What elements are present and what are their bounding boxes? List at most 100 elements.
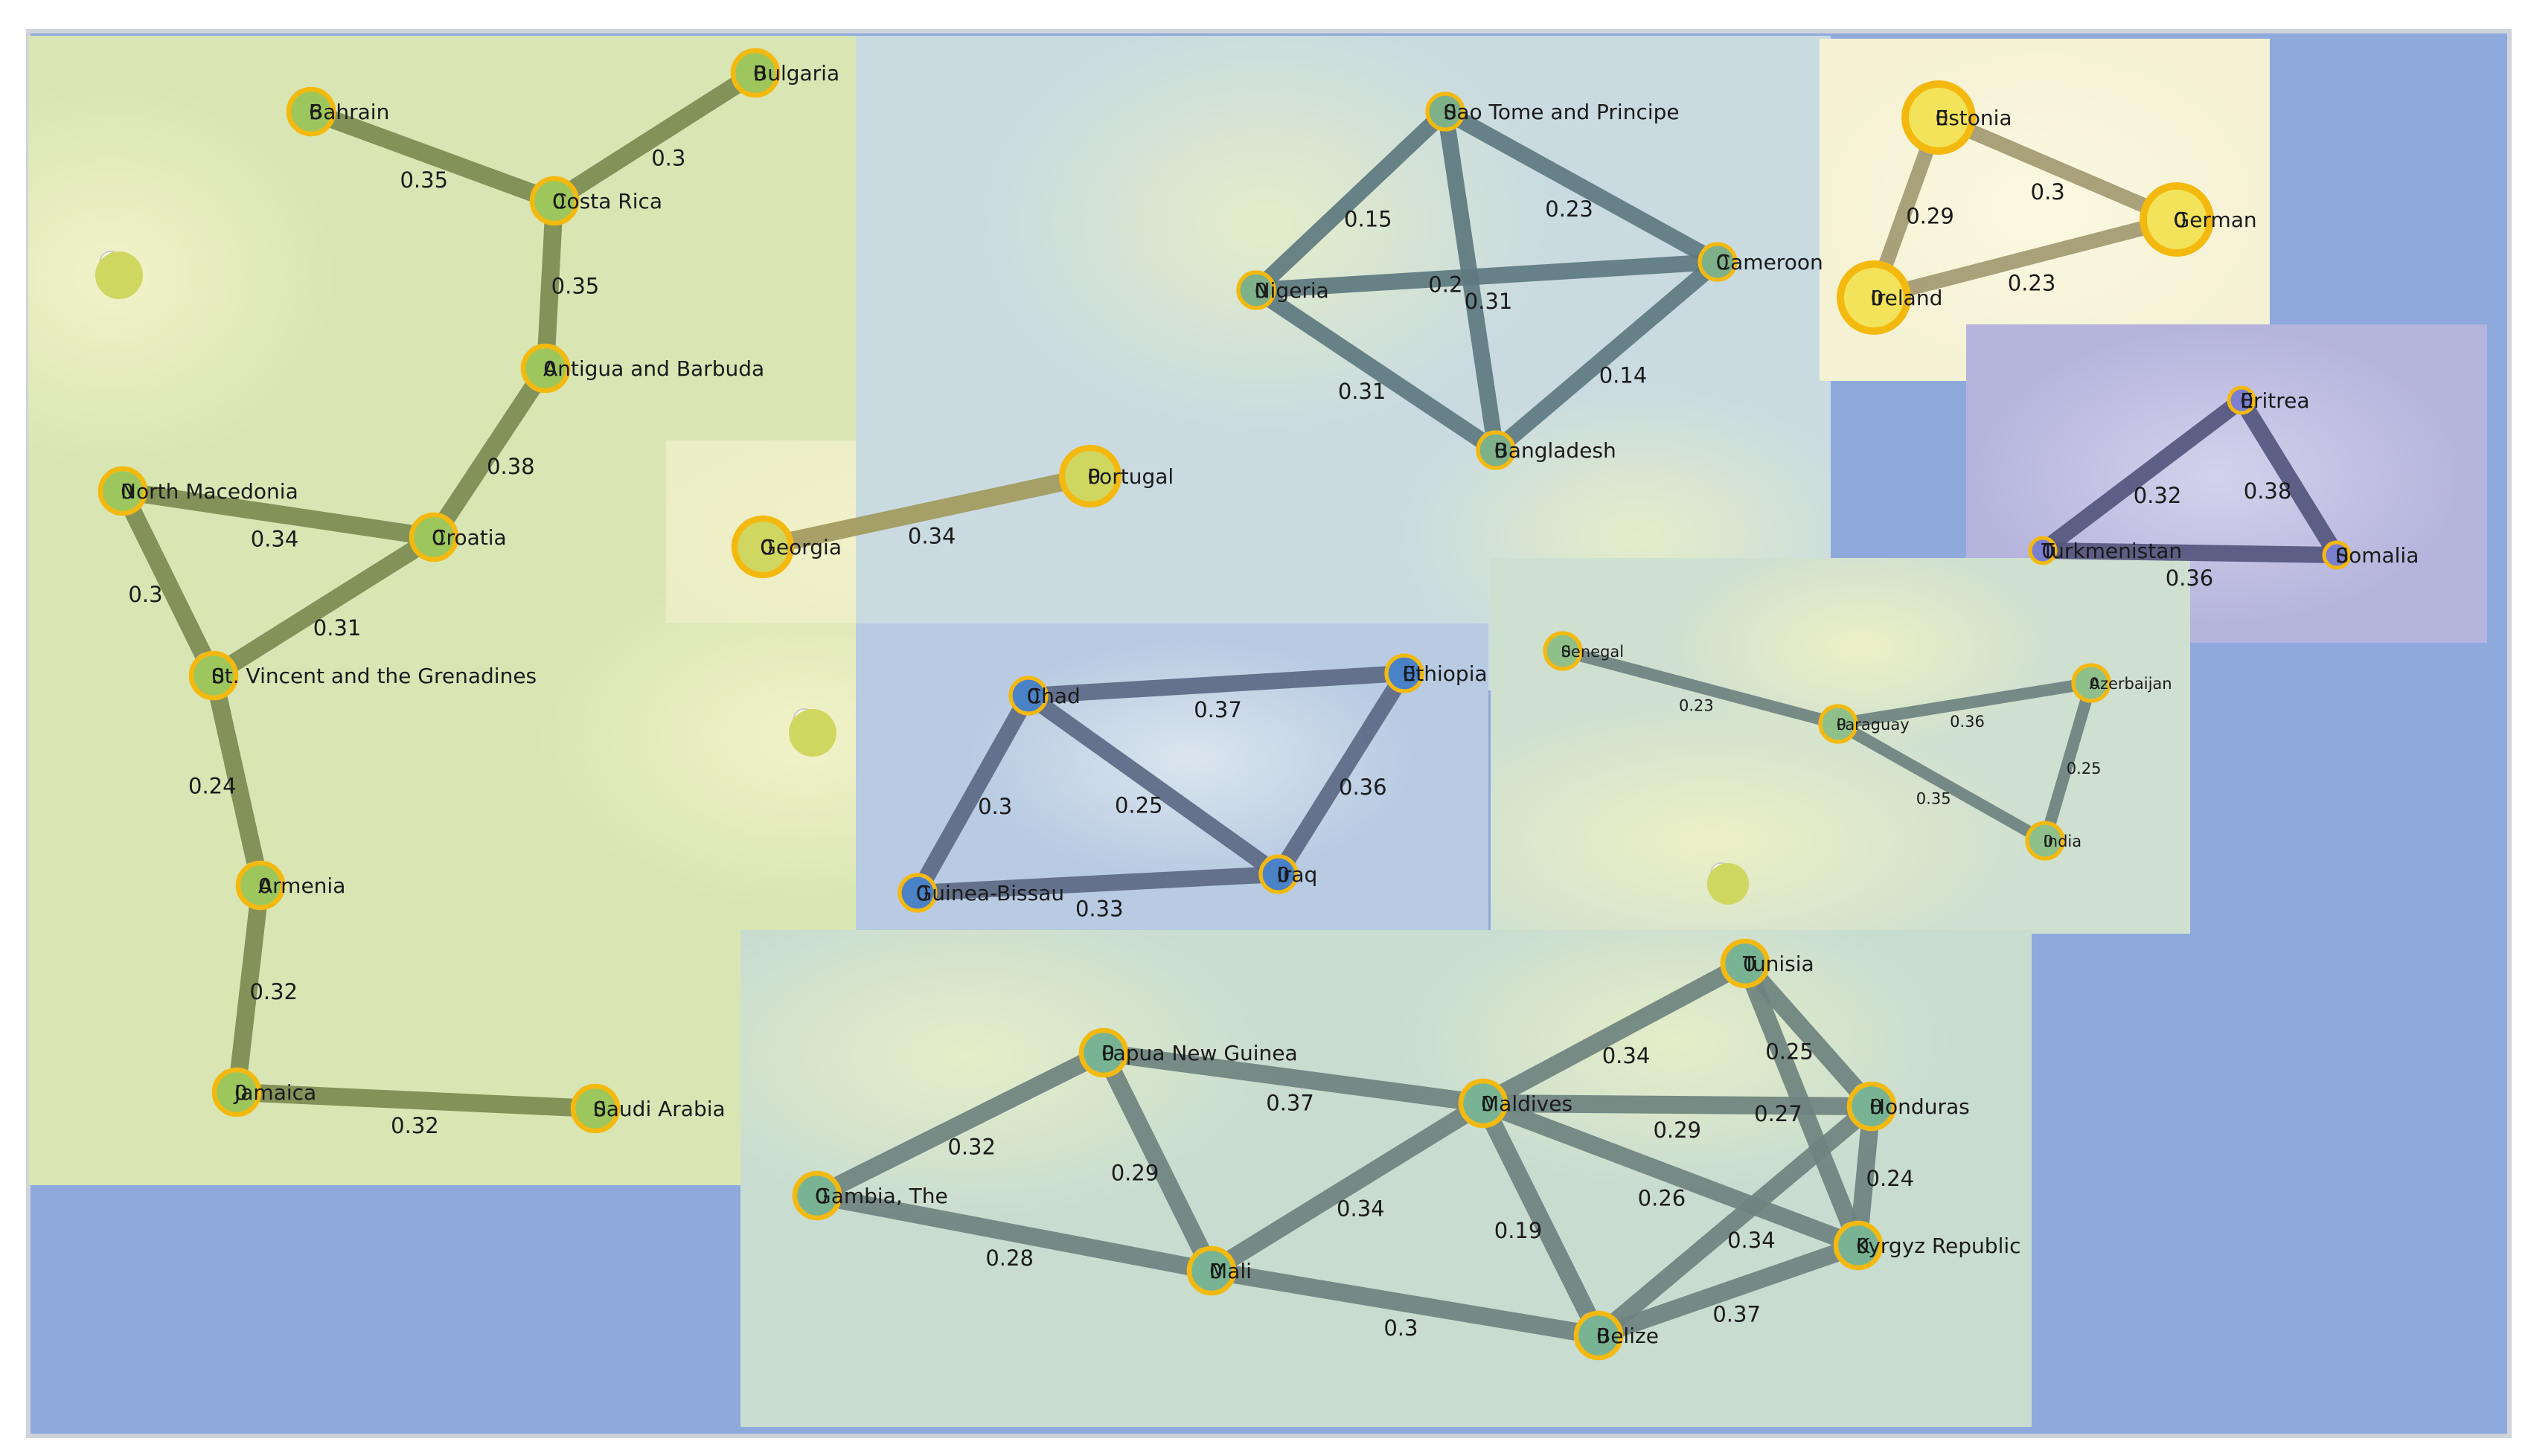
node-circle[interactable] xyxy=(1901,80,1976,155)
node-somalia[interactable] xyxy=(2322,540,2352,570)
node-circle[interactable] xyxy=(1573,1310,1624,1361)
node-circle[interactable] xyxy=(1008,676,1049,716)
node-bulgaria[interactable] xyxy=(730,48,781,98)
node-tunisia[interactable] xyxy=(1720,938,1770,989)
node-circle[interactable] xyxy=(1258,854,1299,894)
node-circle[interactable] xyxy=(1837,260,1911,335)
node-circle[interactable] xyxy=(897,873,938,913)
node-turkmenistan[interactable] xyxy=(2028,536,2058,565)
node-circle[interactable] xyxy=(1720,938,1770,989)
node-label: Iraq xyxy=(1277,862,1318,887)
node-iraq[interactable] xyxy=(1258,854,1299,894)
node-circle[interactable] xyxy=(2140,182,2214,257)
node-label: Belize xyxy=(1596,1324,1659,1348)
node-circle[interactable] xyxy=(235,860,286,911)
node-azerbaijan[interactable] xyxy=(2071,663,2111,703)
node-saudi_arabia[interactable] xyxy=(570,1083,621,1134)
node-sao_tome[interactable] xyxy=(1425,92,1465,132)
node-portugal[interactable] xyxy=(1058,444,1122,508)
edge-nigeria-bangladesh xyxy=(1248,282,1504,458)
node-gambia[interactable] xyxy=(792,1170,842,1221)
node-label: Ethiopia xyxy=(1403,661,1488,686)
node-georgia[interactable] xyxy=(731,515,795,579)
node-circle[interactable] xyxy=(1846,1081,1897,1132)
node-circle[interactable] xyxy=(792,1170,842,1221)
node-circle[interactable] xyxy=(1384,653,1424,693)
node-circle[interactable] xyxy=(2071,663,2111,703)
node-st_vincent[interactable] xyxy=(188,650,239,701)
node-png[interactable] xyxy=(1078,1027,1129,1078)
node-label: India xyxy=(2044,833,2082,850)
node-bangladesh[interactable] xyxy=(1476,430,1516,470)
node-circle[interactable] xyxy=(2028,536,2058,565)
edge-weight-label: 0.3 xyxy=(651,146,685,171)
node-jamaica[interactable] xyxy=(211,1067,262,1117)
node-label: Georgia xyxy=(760,535,842,559)
node-label: Bahrain xyxy=(309,100,389,124)
node-costa_rica[interactable] xyxy=(529,176,580,226)
node-circle[interactable] xyxy=(1458,1078,1508,1129)
node-circle[interactable] xyxy=(409,512,459,562)
node-chad[interactable] xyxy=(1008,676,1049,716)
node-circle[interactable] xyxy=(1833,1220,1884,1271)
node-circle[interactable] xyxy=(1698,242,1738,282)
node-circle[interactable] xyxy=(731,515,795,579)
node-germany[interactable] xyxy=(2140,182,2214,257)
node-senegal[interactable] xyxy=(1543,631,1583,671)
node-ethiopia[interactable] xyxy=(1384,653,1424,693)
node-circle xyxy=(789,709,836,757)
node-circle[interactable] xyxy=(730,48,781,98)
node-circle[interactable] xyxy=(1186,1245,1237,1296)
node-honduras[interactable] xyxy=(1846,1081,1897,1132)
edge-weight-label: 0.33 xyxy=(1075,896,1124,921)
node-eritrea[interactable] xyxy=(2227,385,2256,415)
node-circle[interactable] xyxy=(188,650,239,701)
node-circle[interactable] xyxy=(1476,430,1516,470)
node-antigua[interactable] xyxy=(520,343,571,394)
node-paraguay[interactable] xyxy=(1818,704,1858,744)
node-cameroon[interactable] xyxy=(1698,242,1738,282)
node-croatia[interactable] xyxy=(409,512,459,562)
node-guinea_bissau[interactable] xyxy=(897,873,938,913)
node-circle[interactable] xyxy=(520,343,571,394)
node-circle[interactable] xyxy=(529,176,580,226)
node-value-digit: 0 xyxy=(121,479,134,504)
node-estonia[interactable] xyxy=(1901,80,1976,155)
node-circle[interactable] xyxy=(2025,821,2065,861)
edge-bulgaria-costa_rica xyxy=(545,64,764,210)
edge-weight-label: 0.26 xyxy=(1638,1185,1686,1210)
edge-mali-maldives xyxy=(1203,1094,1492,1280)
node-value-digit: 0 xyxy=(1837,716,1846,734)
node-circle[interactable] xyxy=(97,466,148,516)
node-value-digit: 0 xyxy=(1255,278,1268,303)
node-value-digit: 0 xyxy=(1716,250,1730,275)
node-circle[interactable] xyxy=(1058,444,1122,508)
node-india[interactable] xyxy=(2025,821,2065,861)
edge-weight-label: 0.38 xyxy=(2244,478,2292,504)
node-north_macedonia[interactable] xyxy=(97,466,148,516)
node-nigeria[interactable] xyxy=(1236,270,1276,310)
node-label: Armenia xyxy=(258,873,345,898)
node-value-digit: 0 xyxy=(1936,106,1949,130)
node-belize[interactable] xyxy=(1573,1310,1624,1361)
edge-weight-label: 0.34 xyxy=(1602,1043,1651,1068)
node-circle[interactable] xyxy=(2322,540,2352,570)
node-circle[interactable] xyxy=(286,86,336,137)
node-circle[interactable] xyxy=(211,1067,262,1117)
node-circle[interactable] xyxy=(1236,270,1276,310)
node-circle[interactable] xyxy=(1818,704,1858,744)
node-kyrgyz[interactable] xyxy=(1833,1220,1884,1271)
node-mali[interactable] xyxy=(1186,1245,1237,1296)
node-label: Portugal xyxy=(1087,464,1174,489)
node-ireland[interactable] xyxy=(1837,260,1911,335)
node-circle[interactable] xyxy=(570,1083,621,1134)
node-circle[interactable] xyxy=(1543,631,1583,671)
node-bahrain[interactable] xyxy=(286,86,336,137)
node-maldives[interactable] xyxy=(1458,1078,1508,1129)
node-circle[interactable] xyxy=(2227,385,2256,415)
node-circle[interactable] xyxy=(1078,1027,1129,1078)
node-value-digit: 0 xyxy=(1403,661,1416,686)
node-circle[interactable] xyxy=(1425,92,1465,132)
node-armenia[interactable] xyxy=(235,860,286,911)
edge-weight-label: 0.23 xyxy=(2008,270,2056,295)
